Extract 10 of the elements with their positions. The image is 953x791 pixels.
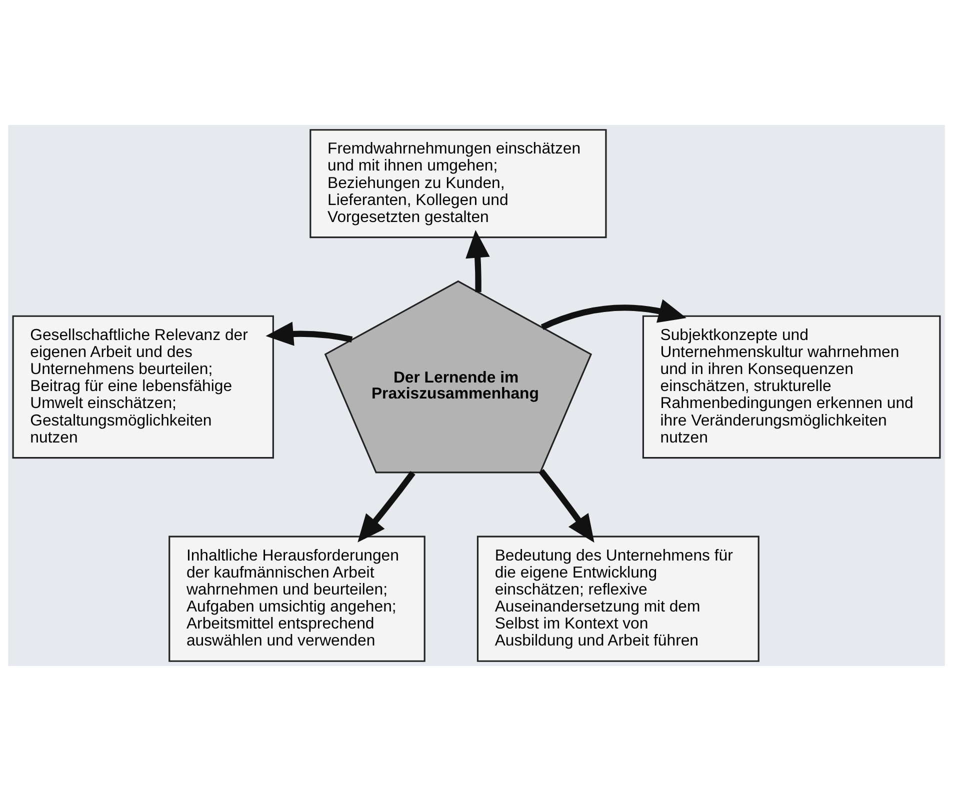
arrow xyxy=(266,322,353,346)
node-box: Gesellschaftliche Relevanz der eigenen Arbeit und des Unternehmens beurteilen; Beitrag für eine lebensfähige Umwelt einschätzen; Gestaltungsmöglichkeiten nutzen xyxy=(12,315,274,459)
arrow xyxy=(540,299,686,330)
node-box: Subjektkonzepte und Unternehmenskultur wahrnehmen und in ihren Konsequenzen einschätzen, strukturelle Rahmenbedingungen erkennen und ihre Veränderungsmöglichkeiten nutzen xyxy=(642,315,941,459)
arrow xyxy=(358,470,416,542)
node-box: Bedeutung des Unternehmens für die eigene Entwicklung einschätzen; reflexive Auseinandersetzung mit dem Selbst im Kontext von Ausbildung und Arbeit führen xyxy=(476,536,760,662)
node-box: Inhaltliche Herausforderungen der kaufmännischen Arbeit wahrnehmen und beurteilen; Aufgaben umsichtig angehen; Arbeitsmittel entsprechend auswählen und verwenden xyxy=(168,536,426,662)
node-box: Fremdwahrnehmungen einschätzen und mit ihnen umgehen; Beziehungen zu Kunden, Lieferanten, Kollegen und Vorgesetzten gestalten xyxy=(310,129,607,238)
arrow xyxy=(466,230,490,292)
arrow xyxy=(538,469,594,543)
